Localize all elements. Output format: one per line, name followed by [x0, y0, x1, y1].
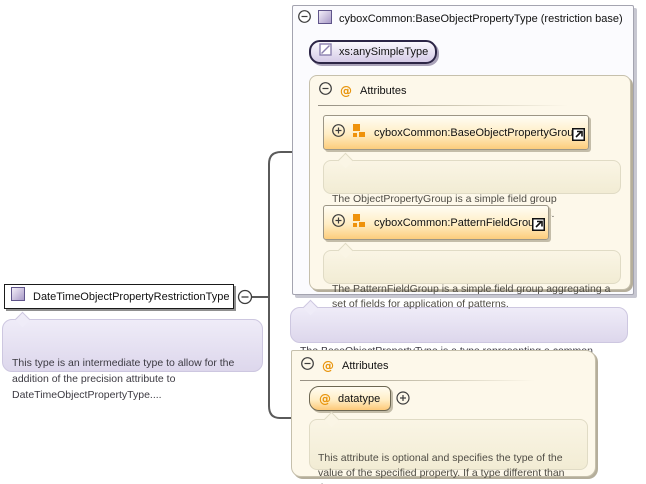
base-simple-type-label: xs:anySimpleType — [339, 46, 429, 58]
expand-toggle-icon[interactable] — [332, 213, 345, 232]
expand-toggle-icon[interactable] — [332, 123, 345, 142]
attribute-group-icon — [353, 123, 366, 142]
attribute-at-icon: @ — [340, 83, 352, 98]
complex-type-icon — [318, 9, 332, 29]
base-simple-type-box[interactable]: xs:anySimpleType — [309, 40, 437, 64]
attribute-group-pattern-field[interactable]: cyboxCommon:PatternFieldGroup — [323, 205, 549, 240]
attribute-group-label: cyboxCommon:BaseObjectPropertyGroup — [374, 126, 580, 139]
base-type-annotation: The BaseObjectPropertyType is a type rep… — [290, 299, 628, 373]
base-attributes-section: @ Attributes — [309, 75, 631, 310]
collapse-toggle-icon[interactable] — [298, 10, 311, 28]
attributes-header: @ Attributes — [319, 81, 407, 100]
attribute-at-icon: @ — [319, 391, 331, 406]
header-divider — [300, 380, 535, 381]
main-type-annotation: This type is an intermediate type to all… — [2, 311, 263, 401]
attribute-group-icon — [353, 213, 366, 232]
base-type-panel: cyboxCommon:BaseObjectPropertyType (rest… — [292, 5, 634, 310]
jump-to-definition-icon[interactable] — [572, 128, 585, 146]
collapse-toggle-icon[interactable] — [319, 81, 332, 100]
attributes-label: Attributes — [360, 84, 407, 97]
expand-toggle-icon[interactable] — [396, 391, 410, 410]
attribute-group-doc: The PatternFieldGroup is a simple field … — [323, 242, 621, 310]
type-box-main[interactable]: DateTimeObjectPropertyRestrictionType — [4, 284, 234, 309]
attribute-group-doc: The ObjectPropertyGroup is a simple fiel… — [323, 152, 621, 220]
attributes-header: @ Attributes — [301, 356, 389, 375]
attribute-at-icon: @ — [322, 358, 334, 373]
base-type-title: cyboxCommon:BaseObjectPropertyType (rest… — [339, 13, 623, 25]
base-type-header: cyboxCommon:BaseObjectPropertyType (rest… — [298, 9, 623, 29]
attribute-group-label: cyboxCommon:PatternFieldGroup — [374, 216, 541, 229]
attribute-datatype[interactable]: @ datatype — [309, 386, 391, 411]
header-divider — [318, 105, 568, 106]
complex-type-icon — [11, 287, 25, 306]
attribute-group-base-object-property[interactable]: cyboxCommon:BaseObjectPropertyGroup — [323, 115, 589, 150]
attribute-name-label: datatype — [338, 392, 381, 405]
restriction-attributes-section: @ Attributes @ datatype This attribute i… — [291, 350, 596, 484]
collapse-toggle-icon[interactable] — [301, 356, 314, 375]
tooltip-pointer — [337, 152, 354, 169]
main-type-label: DateTimeObjectPropertyRestrictionType — [33, 290, 230, 303]
collapse-toggle-main[interactable] — [237, 289, 253, 305]
jump-to-definition-icon[interactable] — [532, 218, 545, 236]
tooltip-pointer — [323, 411, 340, 428]
attribute-datatype-doc: This attribute is optional and specifies… — [309, 411, 588, 484]
tooltip-pointer — [337, 242, 354, 259]
simple-type-icon — [319, 43, 332, 61]
attributes-label: Attributes — [342, 359, 389, 372]
